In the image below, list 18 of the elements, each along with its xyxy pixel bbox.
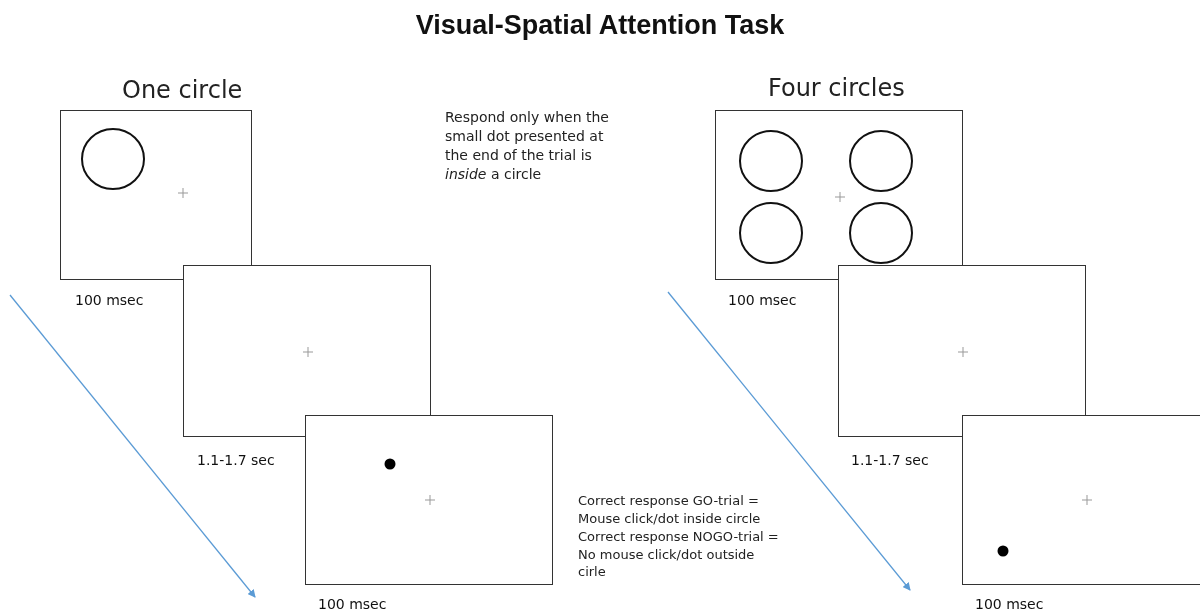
duration-label: 100 msec <box>318 596 387 612</box>
screen-frame <box>183 265 431 437</box>
screen-frame <box>838 265 1086 437</box>
duration-label: 1.1-1.7 sec <box>197 452 275 468</box>
screen-frame <box>305 415 553 585</box>
screen-frame <box>962 415 1200 585</box>
panel-heading: Four circles <box>768 73 906 104</box>
title: Visual-Spatial Attention Task <box>414 10 786 41</box>
instruction-note: Respond only when the small dot presented at the end of the trial is inside a circle <box>445 108 610 184</box>
response-note: Correct response NOGO-trial = No mouse click/dot outside cirle <box>578 528 780 581</box>
duration-label: 1.1-1.7 sec <box>851 452 929 468</box>
response-note: Correct response GO-trial = Mouse click/dot inside circle <box>578 492 762 528</box>
duration-label: 100 msec <box>728 292 797 308</box>
screen-frame <box>60 110 252 280</box>
screen-frame <box>715 110 963 280</box>
duration-label: 100 msec <box>975 596 1044 612</box>
duration-label: 100 msec <box>75 292 144 308</box>
panel-heading: One circle <box>122 75 244 106</box>
